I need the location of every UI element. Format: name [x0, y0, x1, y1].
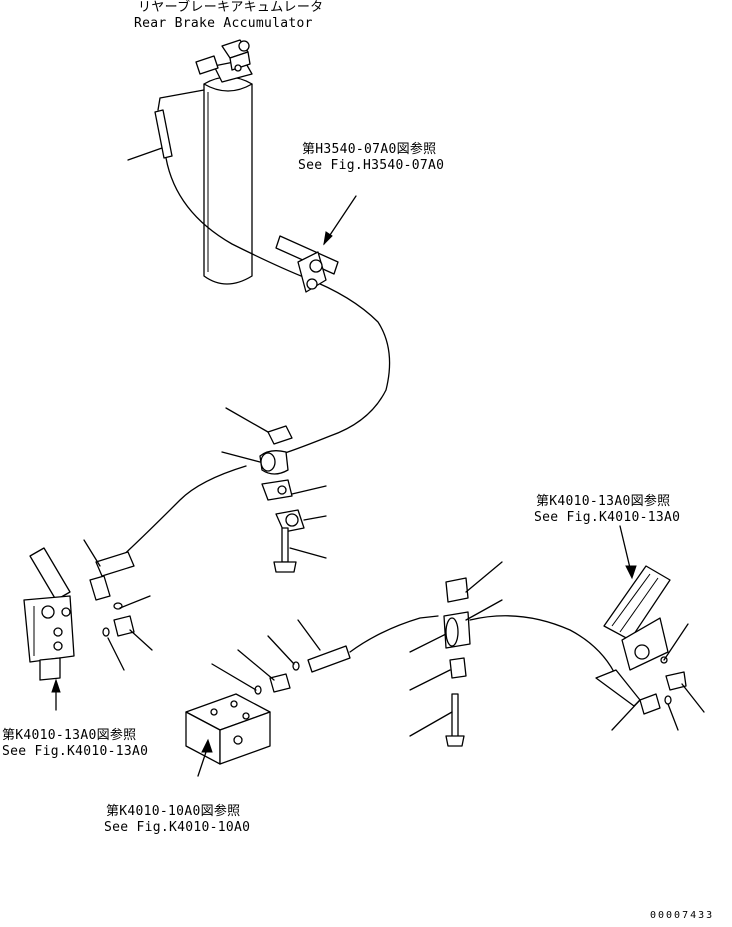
accumulator-label-jp: リヤーブレーキアキュムレータ	[138, 0, 324, 15]
middle-clamp-stack	[221, 407, 327, 573]
ref-k4010-13-left-label-en: See Fig.K4010-13A0	[2, 744, 149, 759]
accumulator-label-en: Rear Brake Accumulator	[134, 16, 313, 31]
upper-clamp	[275, 195, 357, 293]
ref-k4010-13-right-label-en: See Fig.K4010-13A0	[534, 510, 681, 525]
ref-k4010-13-right-label-jp: 第K4010-13A0図参照	[536, 494, 671, 509]
upper-hose	[107, 89, 391, 569]
right-pedal-valve	[595, 525, 705, 731]
ref-h3540-label-jp: 第H3540-07A0図参照	[302, 142, 437, 157]
drawing-number: 00007433	[650, 910, 715, 921]
ref-h3540-label-en: See Fig.H3540-07A0	[298, 158, 445, 173]
ref-k4010-10-label-jp: 第K4010-10A0図参照	[106, 804, 241, 819]
accumulator	[195, 39, 253, 285]
valve-block	[185, 615, 439, 777]
ref-k4010-10-label-en: See Fig.K4010-10A0	[104, 820, 251, 835]
left-valve-assembly	[23, 539, 153, 711]
right-clamp-stack	[409, 561, 615, 747]
ref-k4010-13-left-label-jp: 第K4010-13A0図参照	[2, 728, 137, 743]
